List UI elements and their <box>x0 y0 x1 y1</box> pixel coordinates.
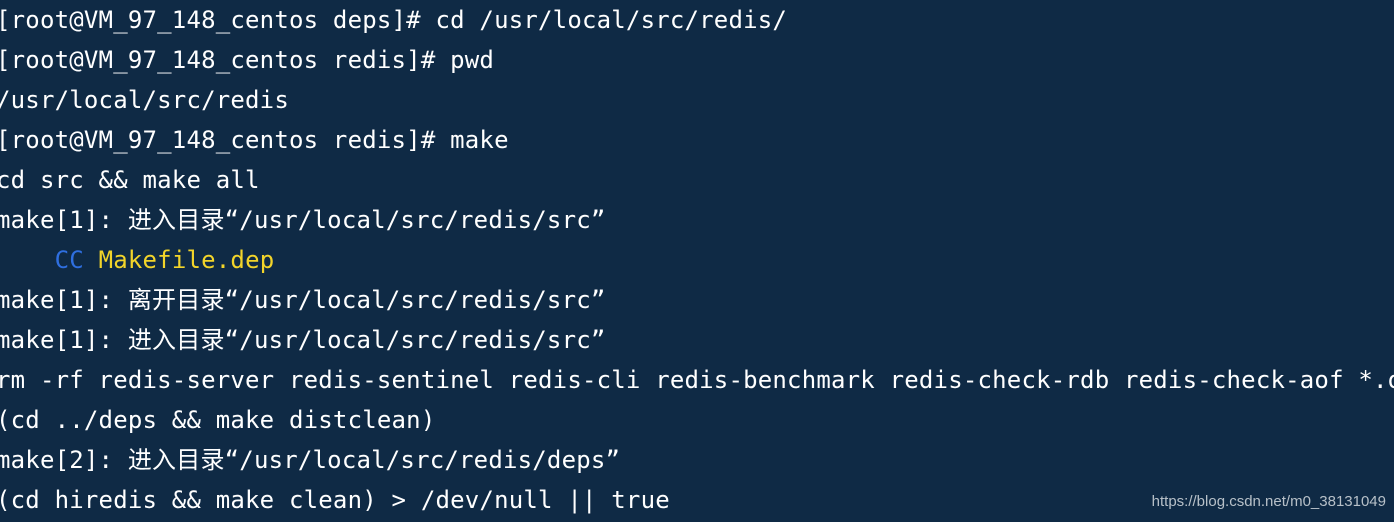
terminal-line: cd src && make all <box>0 166 260 194</box>
compiler-tag: CC <box>54 246 84 274</box>
terminal-line: [root@VM_97_148_centos deps]# cd /usr/lo… <box>0 6 788 34</box>
terminal-line: /usr/local/src/redis <box>0 86 289 114</box>
terminal-line: make[1]: 进入目录“/usr/local/src/redis/src” <box>0 206 606 234</box>
watermark-url: https://blog.csdn.net/m0_38131049 <box>1151 493 1386 510</box>
terminal-line: make[1]: 进入目录“/usr/local/src/redis/src” <box>0 326 606 354</box>
compiled-file-name: Makefile.dep <box>98 246 275 274</box>
compile-indent <box>0 246 55 274</box>
terminal-line: [root@VM_97_148_centos redis]# make <box>0 126 509 154</box>
terminal-line: make[1]: 离开目录“/usr/local/src/redis/src” <box>0 286 606 314</box>
terminal-line: (cd hiredis && make clean) > /dev/null |… <box>0 486 670 514</box>
terminal-line: rm -rf redis-server redis-sentinel redis… <box>0 366 1394 394</box>
terminal-line: (cd ../deps && make distclean) <box>0 406 436 434</box>
terminal-line-compile: CC Makefile.dep <box>0 240 1394 280</box>
terminal-line: make[2]: 进入目录“/usr/local/src/redis/deps” <box>0 446 621 474</box>
terminal-line: [root@VM_97_148_centos redis]# pwd <box>0 46 495 74</box>
